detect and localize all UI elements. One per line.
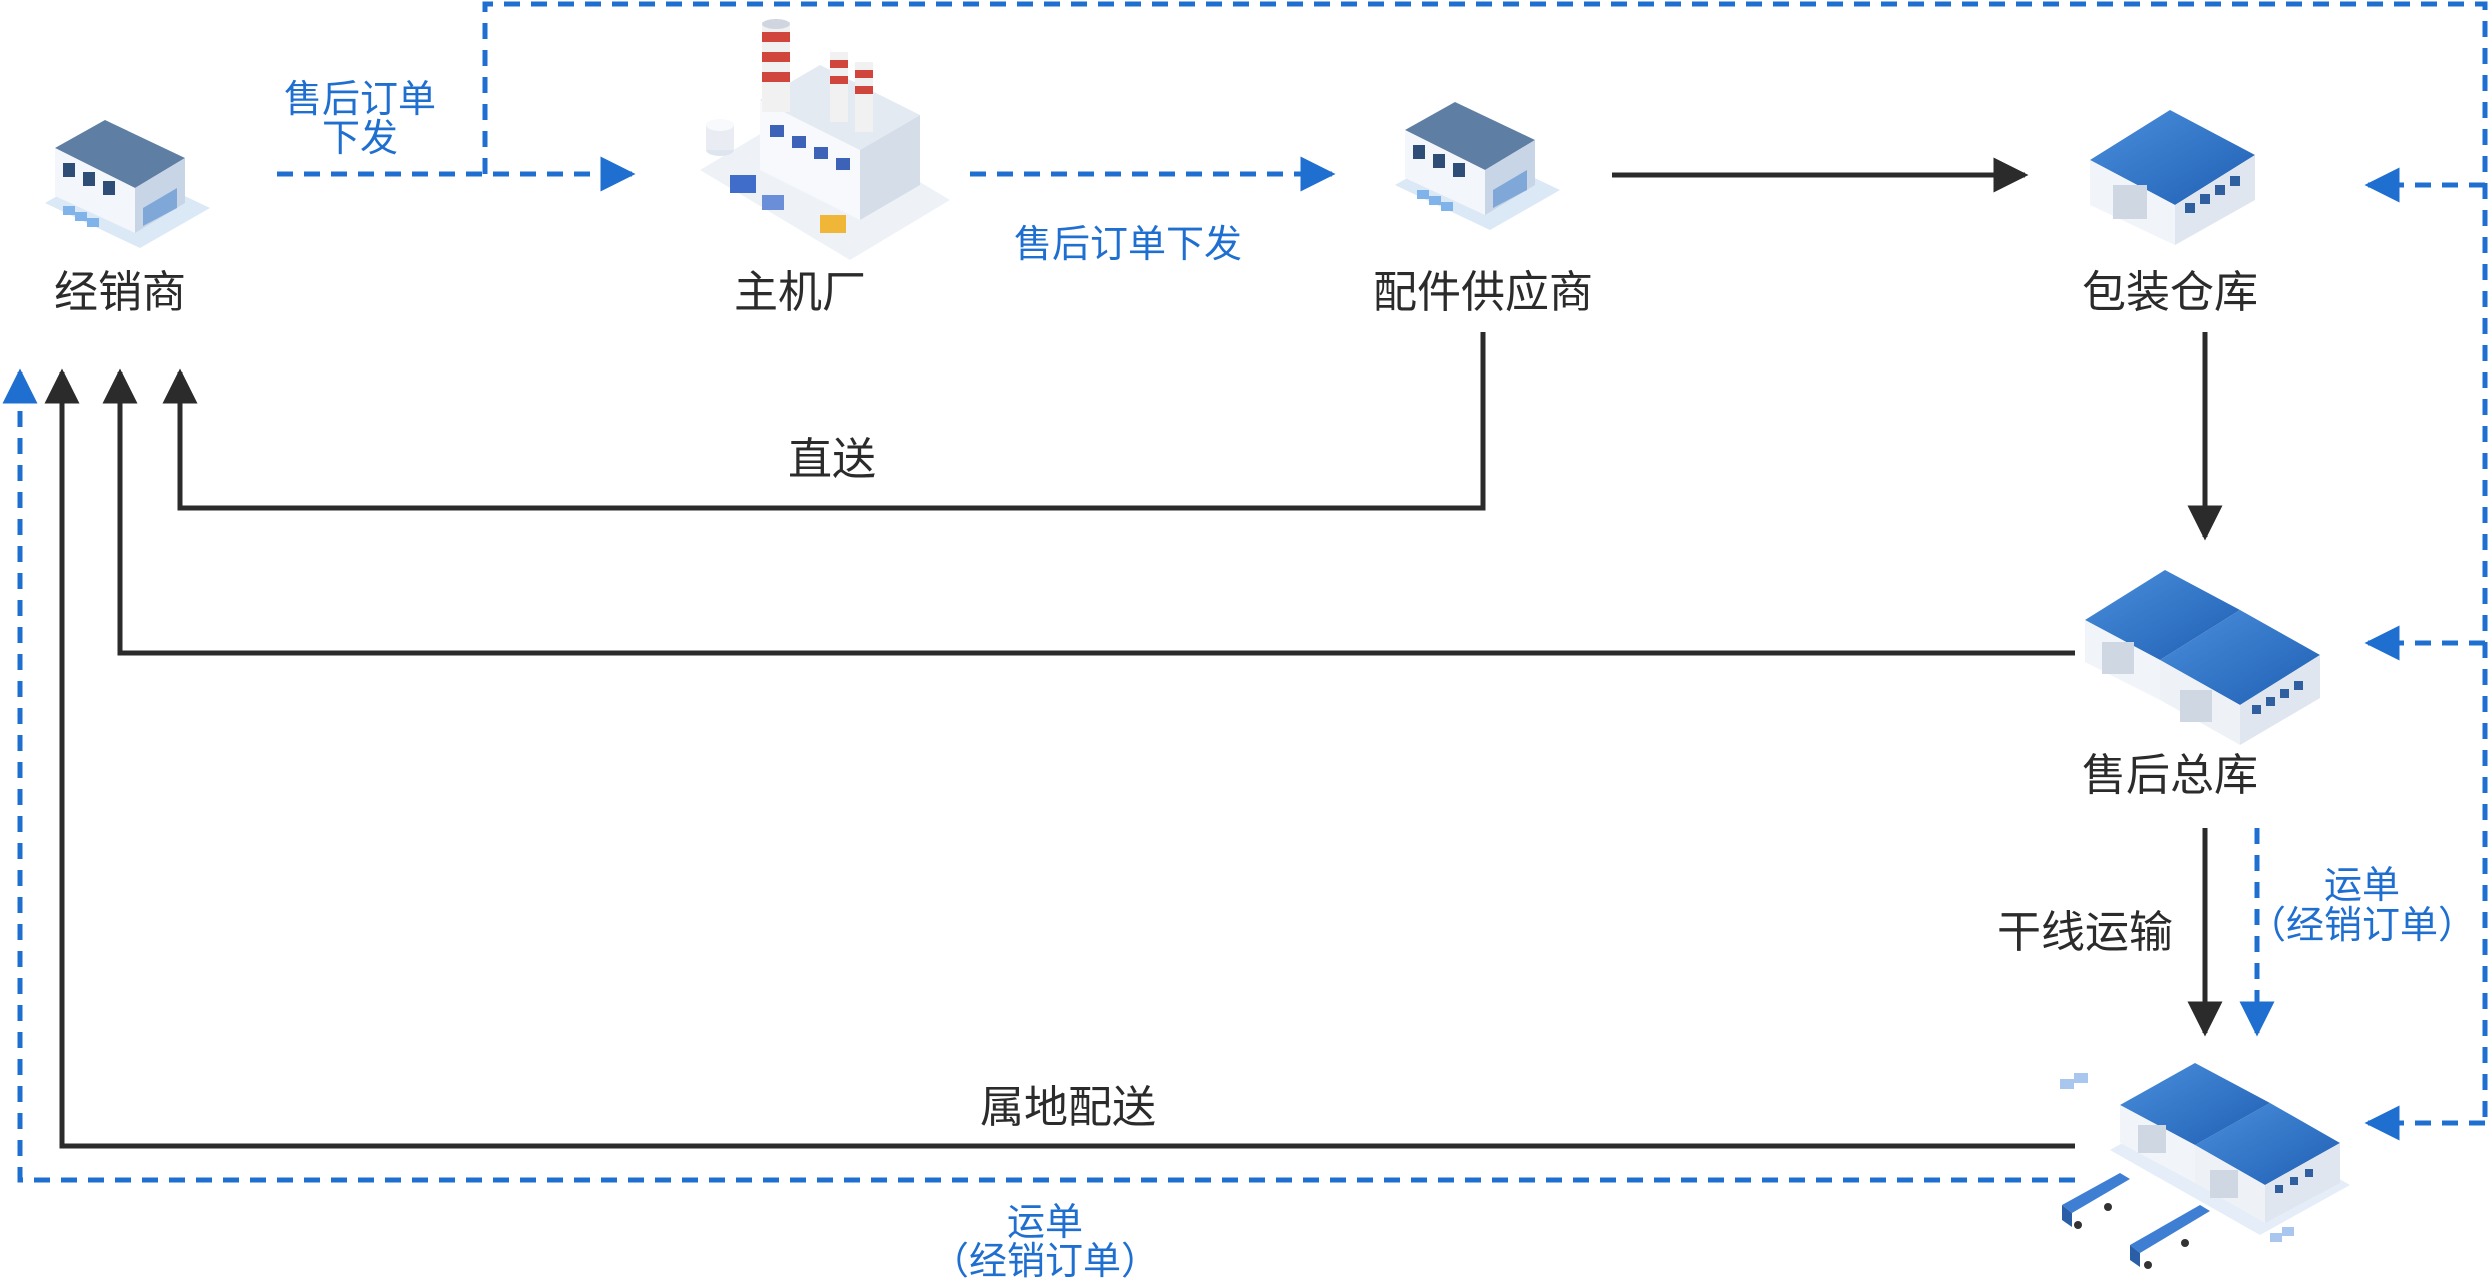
waybill-to-dealer-arrow <box>2 368 2075 1183</box>
edge-label-order-dispatch-1a: 售后订单 <box>284 77 436 121</box>
warehouse-icon <box>2090 110 2255 245</box>
edge-label-waybill-bottom-a: 运单 <box>1007 1200 1083 1244</box>
double-warehouse-icon <box>2085 570 2320 745</box>
edge-label-order-dispatch-1b: 下发 <box>322 116 398 160</box>
edge-label-waybill-right-b: （经销订单） <box>2248 903 2476 947</box>
local-delivery-arrow <box>44 368 2075 1149</box>
node-label-supplier: 配件供应商 <box>1373 267 1593 318</box>
dealer-building-icon <box>45 120 210 248</box>
hq-to-dealer-arrow <box>102 368 2075 656</box>
node-label-aftersales-hq: 售后总库 <box>2082 750 2258 801</box>
edge-label-direct-ship: 直送 <box>788 434 876 485</box>
edge-label-waybill-bottom-b: （经销订单） <box>931 1239 1159 1280</box>
edge-label-trunk-transport: 干线运输 <box>1997 907 2173 958</box>
edge-label-local-delivery: 属地配送 <box>980 1082 1156 1133</box>
node-label-dealer: 经销商 <box>54 267 186 318</box>
top-loop-line <box>482 1 2488 1123</box>
edge-label-order-dispatch-2: 售后订单下发 <box>1014 222 1242 266</box>
supplier-building-icon <box>1395 102 1560 230</box>
node-label-packaging-warehouse: 包装仓库 <box>2082 267 2258 318</box>
node-label-oem: 主机厂 <box>734 267 866 318</box>
edge-label-waybill-right-a: 运单 <box>2324 863 2400 907</box>
logistics-hub-icon <box>2060 1063 2350 1269</box>
direct-ship-arrow <box>162 332 1486 511</box>
factory-icon <box>700 19 950 260</box>
